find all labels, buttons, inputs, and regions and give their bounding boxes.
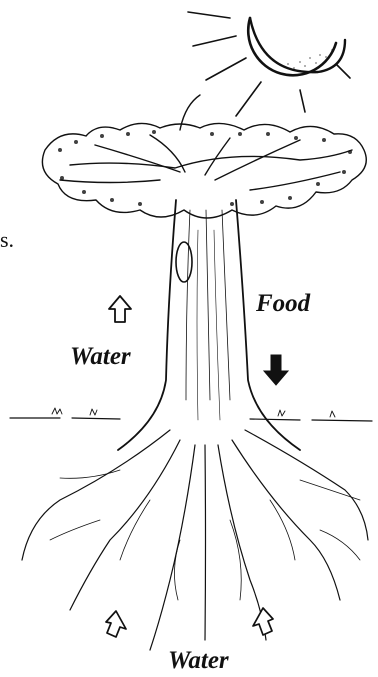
water-label-trunk: Water	[70, 343, 131, 370]
water-up-arrow-right-icon	[253, 608, 273, 635]
tree-trunk	[118, 200, 300, 450]
water-up-arrow-left-icon	[106, 611, 126, 637]
sun-icon	[188, 12, 350, 116]
sun-rays	[188, 12, 350, 116]
tree-roots	[22, 430, 368, 650]
tree-illustration	[10, 95, 372, 650]
left-text-fragment: s.	[0, 227, 14, 252]
food-down-arrow-icon	[264, 355, 288, 385]
ground-line	[10, 408, 372, 421]
tree-canopy	[42, 95, 366, 218]
food-label: Food	[255, 290, 311, 317]
water-up-arrow-icon	[109, 296, 131, 322]
water-label-roots: Water	[168, 647, 229, 674]
